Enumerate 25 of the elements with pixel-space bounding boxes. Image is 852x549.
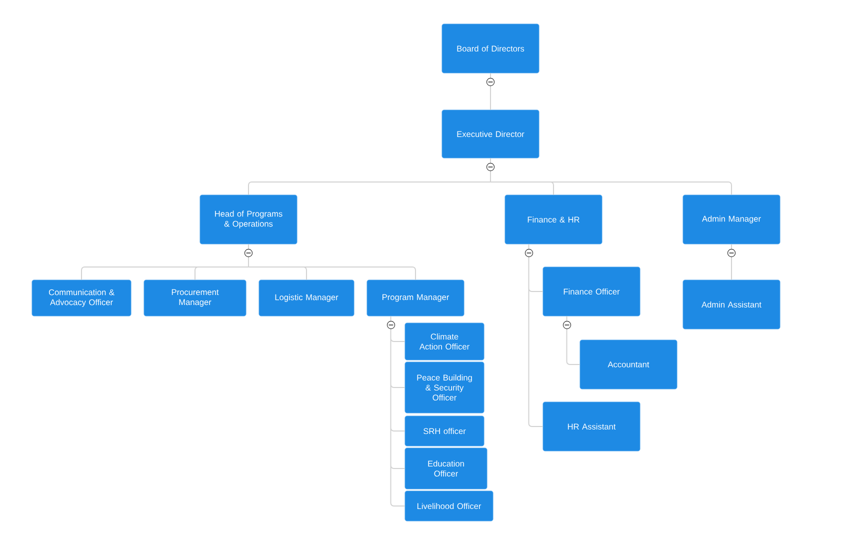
connector-line (490, 72, 491, 110)
org-box: Finance Officer (542, 266, 640, 316)
org-box: HR Assistant (542, 402, 640, 452)
org-box: Board of Directors (442, 24, 540, 74)
connector-line (731, 244, 732, 280)
org-box: Livelihood Officer (404, 490, 494, 522)
org-box: Education Officer (404, 448, 488, 490)
org-box: Logistic Manager (258, 280, 354, 316)
connector-line (528, 244, 544, 427)
org-box: Finance & HR (504, 194, 602, 244)
org-box: Admin Manager (682, 194, 780, 244)
org-box: Procurement Manager (144, 280, 246, 316)
connector-line (81, 244, 416, 280)
org-box: Peace Building & Security Officer (404, 362, 484, 414)
org-box: Admin Assistant (682, 280, 780, 330)
org-box: Climate Action Officer (404, 322, 484, 360)
org-box: Executive Director (442, 110, 540, 158)
connector-line (248, 158, 732, 196)
connector-line (566, 316, 580, 365)
org-box: Head of Programs & Operations (200, 194, 298, 244)
org-box: Accountant (580, 340, 678, 390)
connector-line (390, 316, 406, 506)
org-box: Program Manager (366, 280, 464, 316)
org-box: SRH officer (404, 416, 484, 446)
org-box: Communication & Advocacy Officer (32, 280, 132, 316)
